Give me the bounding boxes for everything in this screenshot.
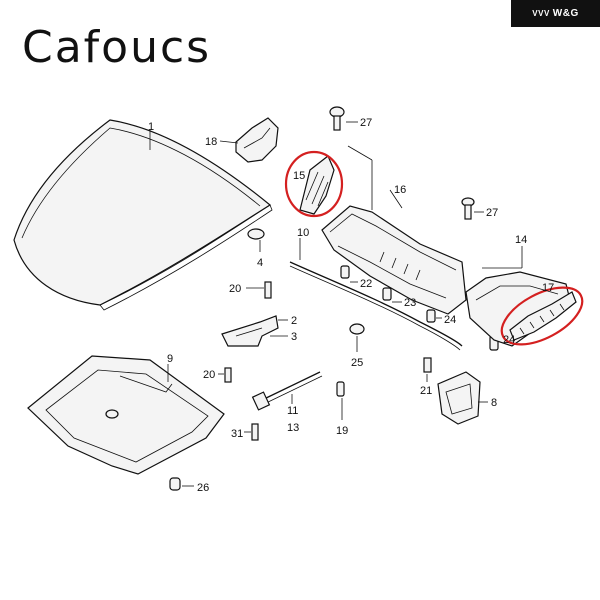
latch-part-8 bbox=[437, 371, 488, 425]
callout-13: 13 bbox=[287, 422, 299, 434]
callout-27a: 27 bbox=[360, 117, 372, 129]
callout-24a: 24 bbox=[444, 314, 456, 326]
brand-logo-text: Cafoucs bbox=[22, 22, 212, 73]
highlight-circle-17 bbox=[500, 286, 584, 346]
hinge-part-2-3 bbox=[221, 315, 288, 347]
strut-part-11-13 bbox=[251, 371, 323, 411]
callout-24b: 24 bbox=[503, 334, 515, 346]
badge-text: W&G bbox=[552, 8, 579, 19]
callout-10: 10 bbox=[297, 227, 309, 239]
callout-4: 4 bbox=[257, 257, 263, 269]
callout-1: 1 bbox=[148, 121, 154, 133]
highlight-circle-15 bbox=[284, 150, 344, 218]
callout-31: 31 bbox=[231, 428, 243, 440]
callout-19: 19 bbox=[336, 425, 348, 437]
callout-11: 11 bbox=[287, 405, 298, 417]
cowl-piece-part-17 bbox=[500, 286, 584, 346]
callout-20b: 20 bbox=[203, 369, 215, 381]
callout-23: 23 bbox=[404, 297, 416, 309]
callout-2: 2 bbox=[291, 315, 297, 327]
insulator-part-9 bbox=[27, 355, 225, 475]
callout-26: 26 bbox=[197, 482, 209, 494]
callout-22: 22 bbox=[360, 278, 372, 290]
callout-17: 17 bbox=[542, 282, 554, 294]
seal-strip-part-10 bbox=[289, 238, 463, 351]
bolt-part-20a bbox=[246, 281, 272, 299]
clip-part-19 bbox=[336, 381, 345, 420]
cowl-panel-part-16 bbox=[321, 145, 467, 315]
bolt-part-20b bbox=[218, 367, 232, 383]
clip-part-27a bbox=[329, 106, 358, 131]
callout-25: 25 bbox=[351, 357, 363, 369]
cowl-piece-part-15 bbox=[284, 150, 344, 218]
callout-9: 9 bbox=[167, 353, 173, 365]
callout-14: 14 bbox=[515, 234, 527, 246]
clip-part-22 bbox=[340, 265, 358, 283]
clip-part-26 bbox=[169, 477, 194, 491]
bracket-part-18 bbox=[219, 117, 279, 163]
bolt-part-31 bbox=[244, 423, 259, 441]
grommet-part-4 bbox=[247, 228, 265, 252]
badge-mark: VVV bbox=[532, 9, 550, 18]
callout-labels: 1 18 27 15 16 27 10 14 4 22 20 17 23 2 2… bbox=[148, 117, 554, 494]
clip-part-24a bbox=[426, 309, 442, 323]
clip-part-23 bbox=[382, 287, 402, 303]
callout-21: 21 bbox=[420, 385, 432, 397]
callout-16: 16 bbox=[394, 184, 406, 196]
clip-part-27b bbox=[461, 197, 484, 220]
hood-part bbox=[13, 119, 273, 311]
callout-20a: 20 bbox=[229, 283, 241, 295]
callout-18: 18 bbox=[205, 136, 217, 148]
callout-27b: 27 bbox=[486, 207, 498, 219]
grommet-part-25 bbox=[349, 323, 365, 352]
bolt-part-21 bbox=[423, 357, 432, 382]
watermark-badge: VVV W&G bbox=[511, 0, 600, 27]
callout-15: 15 bbox=[293, 170, 305, 182]
callout-8: 8 bbox=[491, 397, 497, 409]
callout-3: 3 bbox=[291, 331, 297, 343]
